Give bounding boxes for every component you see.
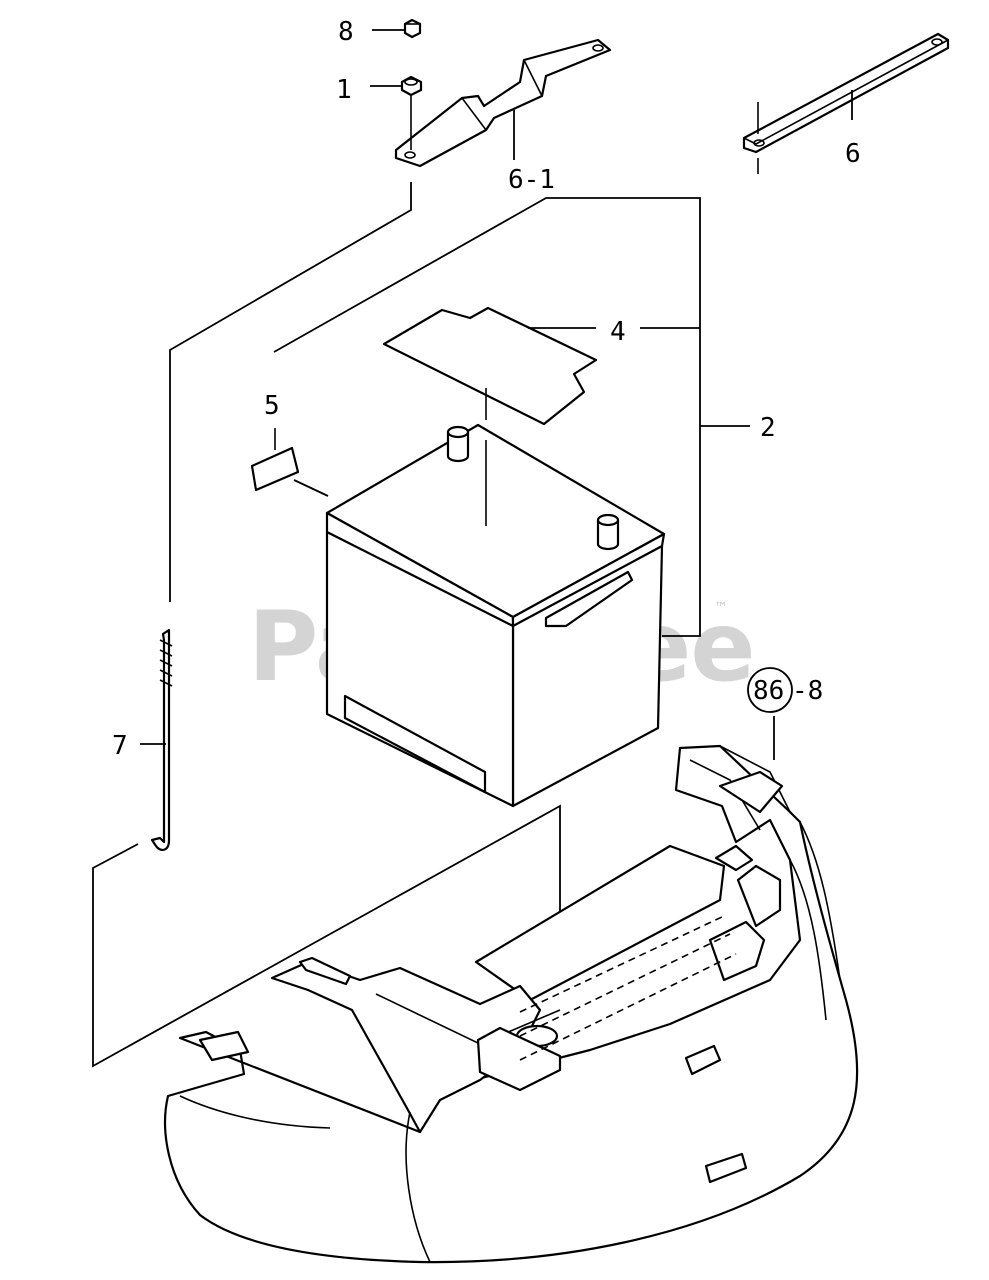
part-1-nut[interactable] [370,75,423,110]
battery-tray[interactable] [164,716,859,1264]
callout-labels: 8 1 6-1 6 4 5 2 7 86 -8 [112,17,861,761]
part-6-1-bracket[interactable] [394,38,612,168]
part-4-pad[interactable] [382,306,598,426]
callout-6-1[interactable]: 6-1 [508,165,555,195]
ref-86-circle[interactable] [747,667,793,713]
callout-ref-86[interactable]: 86 [753,676,784,706]
callout-2[interactable]: 2 [760,413,776,443]
callout-5[interactable]: 5 [264,391,280,421]
callout-ref-86-suffix[interactable]: -8 [792,676,823,706]
leader-bracket-bolt [169,182,412,602]
leader-bolt-base [92,804,561,1068]
callout-1[interactable]: 1 [336,75,352,105]
callout-6[interactable]: 6 [845,139,861,169]
callout-8[interactable]: 8 [338,17,354,47]
part-5-label[interactable] [250,428,300,492]
callout-4[interactable]: 4 [610,317,626,347]
watermark-trademark: ™ [714,600,728,616]
part-7-j-bolt[interactable] [140,628,173,851]
leader-5-battery [293,479,329,497]
part-8-nut[interactable] [372,18,422,39]
battery[interactable] [325,388,666,808]
part-2-bracket-leader [273,197,750,637]
part-6-strap[interactable] [742,32,950,174]
callout-7[interactable]: 7 [112,731,128,761]
